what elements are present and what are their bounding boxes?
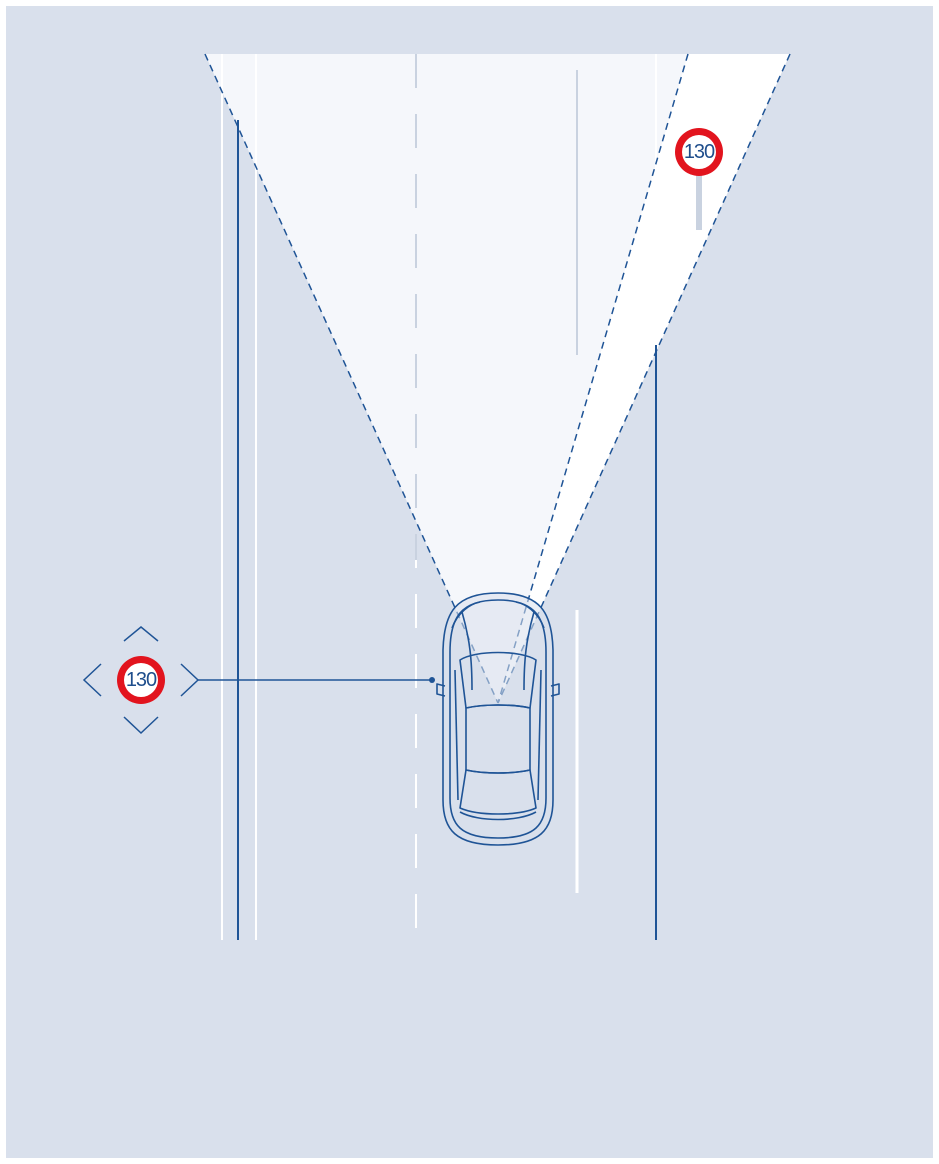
sign-post [696, 172, 702, 230]
car-trunk [459, 811, 537, 821]
car-headlight-left [451, 601, 481, 629]
car-mirror-right [550, 683, 560, 697]
car-hood-line-left [461, 611, 473, 691]
car-headlight-right [515, 601, 545, 629]
display-connector [198, 677, 435, 683]
speed-limit-sign-icon: 130 [675, 128, 723, 176]
chevron-down-icon [123, 716, 159, 735]
chevron-right-icon [180, 663, 200, 697]
wide-camera-cone [205, 54, 688, 703]
display-speed-limit-indicator: 130 [82, 626, 200, 735]
camera-cone-outlines [204, 53, 791, 704]
car-side-window-right [537, 669, 542, 801]
chevron-up-icon [123, 626, 159, 642]
car-side-window-left [454, 669, 459, 801]
road-markings [221, 54, 657, 940]
cone-middle-edge [497, 53, 689, 704]
cone-left-edge [204, 53, 499, 704]
car-rear-window [459, 769, 537, 815]
chevron-left-icon [82, 663, 102, 697]
display-sign-value: 130 [126, 669, 157, 691]
car-top-view-icon [436, 592, 560, 846]
roadside-speed-limit-sign: 130 [675, 128, 723, 230]
roadside-sign-value: 130 [684, 141, 715, 163]
car-hood-line-right [523, 611, 535, 691]
car-mirror-left [436, 683, 446, 697]
connector-dot [429, 677, 435, 683]
cone-right-edge [497, 53, 791, 704]
speed-limit-sign-icon: 130 [117, 656, 165, 704]
